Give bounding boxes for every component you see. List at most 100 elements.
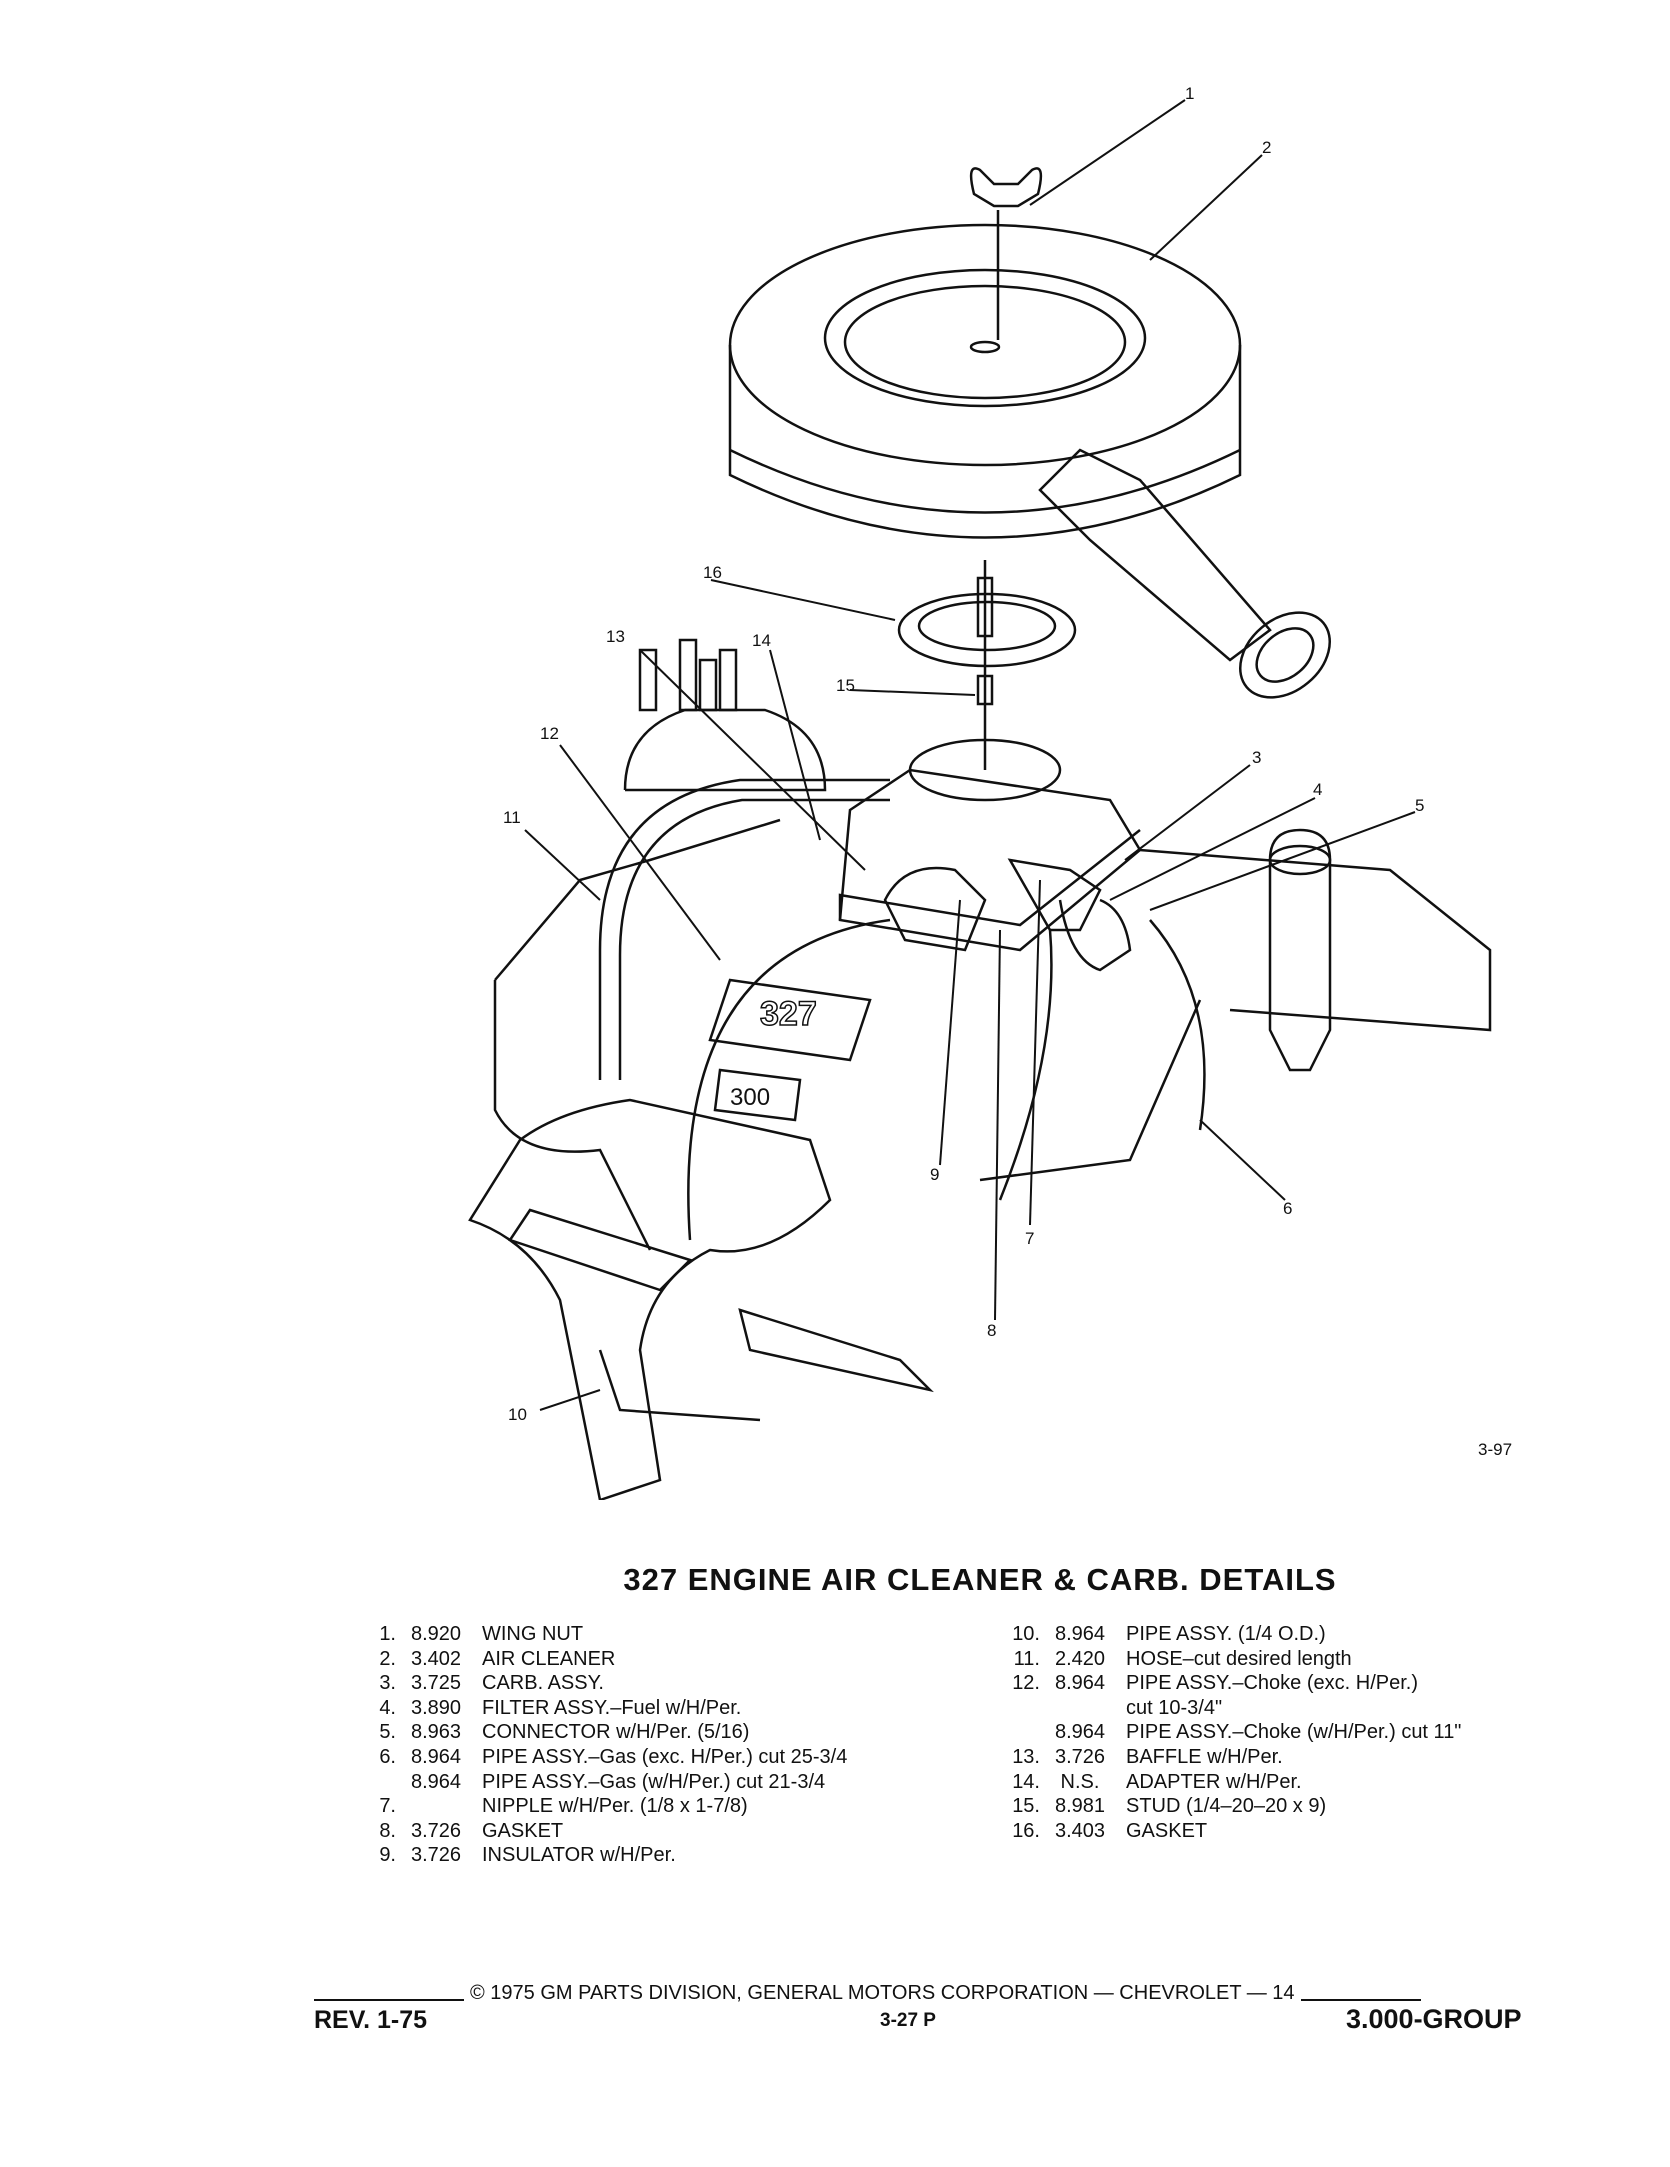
part-group-number: 2.420 xyxy=(1054,1647,1106,1670)
item-number: 12. xyxy=(1012,1672,1040,1695)
item-number: 6. xyxy=(379,1745,396,1768)
item-number: 14. xyxy=(1012,1770,1040,1793)
group-label: 3.000-GROUP xyxy=(1346,2004,1522,2034)
item-number: 16. xyxy=(1012,1819,1040,1842)
parts-list-row: 3. 3.725 CARB. ASSY. xyxy=(352,1671,847,1696)
part-group-number: 8.964 xyxy=(1054,1672,1106,1695)
part-group-number xyxy=(404,1794,482,1819)
badge-300: 300 xyxy=(730,1084,770,1111)
part-group-number: 3.403 xyxy=(1054,1819,1106,1842)
part-description: PIPE ASSY. (1/4 O.D.) xyxy=(1126,1623,1326,1645)
part-description: GASKET xyxy=(482,1819,564,1842)
part-group-number: 3.725 xyxy=(410,1672,462,1695)
part-description: PIPE ASSY.–Gas (exc. H/Per.) cut 25-3/4 xyxy=(482,1745,848,1768)
parts-list-row: 4. 3.890 FILTER ASSY.–Fuel w/H/Per. xyxy=(352,1696,847,1721)
footer-rule-left xyxy=(314,1999,464,2001)
part-group-number: 3.726 xyxy=(1054,1745,1106,1768)
distributor-drawing xyxy=(623,638,827,792)
callout-14: 14 xyxy=(752,631,771,650)
figure-code: 3-97 xyxy=(1478,1440,1513,1459)
part-description: NIPPLE w/H/Per. (1/8 x 1-7/8) xyxy=(482,1795,748,1818)
parts-list-row: 14. N.S. ADAPTER w/H/Per. xyxy=(990,1770,1461,1795)
callout-8: 8 xyxy=(987,1321,997,1340)
item-number: 8. xyxy=(379,1819,396,1842)
item-number: 10. xyxy=(1012,1623,1040,1645)
item-number: 15. xyxy=(1012,1795,1040,1818)
part-group-number: 8.963 xyxy=(410,1721,462,1744)
page-title: 327 ENGINE AIR CLEANER & CARB. DETAILS xyxy=(623,1562,1337,1597)
part-group-number: 8.964 xyxy=(1054,1623,1106,1645)
part-description: STUD (1/4–20–20 x 9) xyxy=(1126,1795,1327,1818)
gasket-stud-drawing xyxy=(897,560,1077,770)
parts-list-row: 8.964 PIPE ASSY.–Gas (w/H/Per.) cut 21-3/… xyxy=(352,1770,847,1795)
part-description: BAFFLE w/H/Per. xyxy=(1126,1745,1283,1768)
part-group-number: 3.890 xyxy=(410,1696,462,1719)
callout-4: 4 xyxy=(1313,780,1323,799)
part-description: CONNECTOR w/H/Per. (5/16) xyxy=(482,1721,750,1744)
callout-13: 13 xyxy=(606,627,625,646)
part-description: PIPE ASSY.–Choke (w/H/Per.) cut 11" xyxy=(1126,1721,1462,1744)
parts-list-row: 1. 8.920 WING NUT xyxy=(352,1622,847,1647)
callout-12: 12 xyxy=(540,724,559,743)
callout-5: 5 xyxy=(1415,796,1425,815)
part-description: AIR CLEANER xyxy=(482,1647,616,1670)
callout-2: 2 xyxy=(1262,138,1272,157)
part-description: INSULATOR w/H/Per. xyxy=(482,1844,676,1867)
part-description: CARB. ASSY. xyxy=(482,1672,604,1695)
callout-6: 6 xyxy=(1283,1199,1293,1218)
callout-11: 11 xyxy=(503,808,521,827)
part-group-number: 3.726 xyxy=(410,1844,462,1867)
part-group-number: 8.964 xyxy=(410,1770,462,1793)
item-number: 3. xyxy=(379,1672,396,1695)
item-number: 9. xyxy=(379,1844,396,1867)
parts-list-row: 12. 8.964 PIPE ASSY.–Choke (exc. H/Per.) xyxy=(990,1671,1461,1696)
footer-copyright-line: © 1975 GM PARTS DIVISION, GENERAL MOTORS… xyxy=(314,1982,1534,2005)
wing-nut-drawing xyxy=(969,167,1043,340)
item-number: 13. xyxy=(1012,1745,1040,1768)
exploded-view-illustration: 327 300 xyxy=(468,99,1492,1500)
part-description: FILTER ASSY.–Fuel w/H/Per. xyxy=(482,1696,742,1719)
callout-16: 16 xyxy=(703,563,722,582)
parts-list-row: 9. 3.726 INSULATOR w/H/Per. xyxy=(352,1843,847,1868)
item-number: 4. xyxy=(379,1696,396,1719)
callout-10: 10 xyxy=(508,1405,527,1424)
callout-9: 9 xyxy=(930,1165,940,1184)
parts-list-row: 10. 8.964 PIPE ASSY. (1/4 O.D.) xyxy=(990,1622,1461,1647)
part-description: WING NUT xyxy=(482,1623,584,1645)
parts-list-row: 13. 3.726 BAFFLE w/H/Per. xyxy=(990,1745,1461,1770)
air-cleaner-drawing xyxy=(728,223,1331,699)
page-number: 3-27 P xyxy=(880,2010,936,2031)
part-description: cut 10-3/4" xyxy=(1126,1696,1223,1719)
copyright-text: © 1975 GM PARTS DIVISION, GENERAL MOTORS… xyxy=(470,1982,1295,2004)
part-description: HOSE–cut desired length xyxy=(1126,1647,1352,1670)
item-number: 11. xyxy=(1013,1647,1040,1670)
revision-label: REV. 1-75 xyxy=(314,2006,428,2034)
part-group-number: N.S. xyxy=(1060,1770,1100,1793)
part-description: PIPE ASSY.–Gas (w/H/Per.) cut 21-3/4 xyxy=(482,1770,826,1793)
callout-15: 15 xyxy=(836,676,855,695)
parts-list-row: 11. 2.420 HOSE–cut desired length xyxy=(990,1647,1461,1672)
part-group-number: 3.726 xyxy=(410,1819,462,1842)
carburetor-drawing xyxy=(838,738,1142,972)
footer-rule-right xyxy=(1300,1999,1421,2001)
parts-list-row: 6. 8.964 PIPE ASSY.–Gas (exc. H/Per.) cut … xyxy=(352,1745,847,1770)
item-number: 5. xyxy=(379,1721,396,1744)
item-number xyxy=(990,1696,1048,1721)
parts-list-row: 7.NIPPLE w/H/Per. (1/8 x 1-7/8) xyxy=(352,1794,847,1819)
part-group-number: 3.402 xyxy=(410,1647,462,1670)
part-group-number: 8.964 xyxy=(410,1745,462,1768)
leader-lines xyxy=(524,99,1416,1411)
parts-list-row: cut 10-3/4" xyxy=(990,1696,1461,1721)
item-number xyxy=(352,1770,404,1795)
item-number: 1. xyxy=(379,1623,396,1645)
part-description: PIPE ASSY.–Choke (exc. H/Per.) xyxy=(1126,1672,1418,1695)
part-description: ADAPTER w/H/Per. xyxy=(1126,1770,1302,1793)
item-number xyxy=(990,1720,1048,1745)
badge-327: 327 xyxy=(760,995,817,1033)
part-group-number: 8.920 xyxy=(410,1623,462,1645)
